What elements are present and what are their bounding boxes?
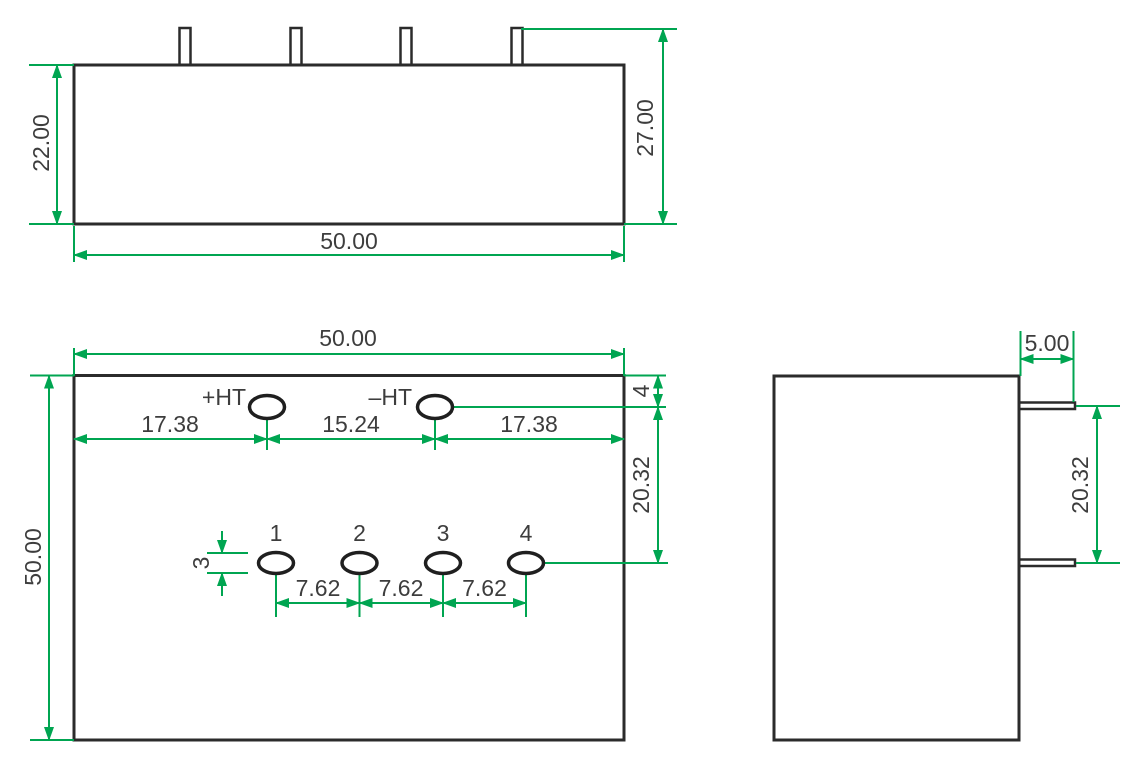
ht-minus-hole xyxy=(415,393,455,421)
side-body xyxy=(772,374,1021,742)
dim-front-total-height-label: 27.00 xyxy=(632,99,658,157)
dim-pin-pitch3-label: 7.62 xyxy=(462,575,507,601)
front-pin-2 xyxy=(289,26,303,69)
pin3-label: 3 xyxy=(437,520,450,546)
dim-ht-right-label: 17.38 xyxy=(500,411,558,437)
dim-plan-depth: 50.00 xyxy=(20,374,74,741)
dim-ht-chain: 17.38 15.24 17.38 xyxy=(73,411,625,444)
dim-front-height: 22.00 xyxy=(28,64,74,225)
dim-side-pin-spacing: 20.32 xyxy=(1067,405,1120,564)
dim-pin-pitch1-label: 7.62 xyxy=(296,575,341,601)
pin2-label: 2 xyxy=(353,520,366,546)
pin2-hole xyxy=(340,550,379,576)
dim-ht-edge-offset-label: 4 xyxy=(628,384,654,397)
dim-plan-width-label: 50.00 xyxy=(319,325,377,351)
pin4-hole xyxy=(506,550,546,576)
ht-minus-label: –HT xyxy=(369,384,412,410)
side-pin-top xyxy=(1017,401,1077,411)
dim-plan-width: 50.00 xyxy=(73,325,625,376)
dim-plan-depth-label: 50.00 xyxy=(20,528,46,586)
dim-front-width: 50.00 xyxy=(73,226,625,262)
dim-pin-pitch2-label: 7.62 xyxy=(379,575,424,601)
side-view: 5.00 20.32 xyxy=(772,330,1120,742)
dim-ht-edge-offset: 4 xyxy=(624,374,666,408)
dim-pin-pitch-chain: 7.62 7.62 7.62 xyxy=(275,575,527,608)
dim-side-pin-length-label: 5.00 xyxy=(1025,330,1070,356)
front-body xyxy=(72,63,626,226)
dim-ht-left-label: 17.38 xyxy=(141,411,199,437)
dim-side-pin-length: 5.00 xyxy=(1019,330,1075,402)
pin3-hole xyxy=(423,550,463,576)
dim-hole-height-label: 3 xyxy=(188,557,214,570)
dim-plan-row-spacing-label: 20.32 xyxy=(628,456,654,514)
dim-front-width-label: 50.00 xyxy=(320,228,378,254)
dim-front-total-height: 27.00 xyxy=(521,28,677,225)
dim-side-pin-spacing-label: 20.32 xyxy=(1067,456,1093,514)
dim-plan-row-spacing: 20.32 xyxy=(628,406,663,564)
ht-plus-label: +HT xyxy=(202,384,246,410)
pin1-hole xyxy=(256,550,296,576)
dim-ht-pitch-label: 15.24 xyxy=(322,411,380,437)
dim-front-height-label: 22.00 xyxy=(28,114,54,172)
dim-hole-height: 3 xyxy=(188,531,248,596)
side-pin-bottom xyxy=(1017,558,1077,568)
pin1-label: 1 xyxy=(270,520,283,546)
pin4-label: 4 xyxy=(520,520,533,546)
front-pin-1 xyxy=(178,26,192,69)
front-pin-3 xyxy=(399,26,413,69)
front-pin-4 xyxy=(510,26,524,69)
front-view: 22.00 27.00 50.00 xyxy=(28,26,677,262)
plan-view: 50.00 50.00 +HT –HT 17.38 15.24 17.38 xyxy=(20,325,668,742)
ht-plus-hole xyxy=(247,393,287,421)
